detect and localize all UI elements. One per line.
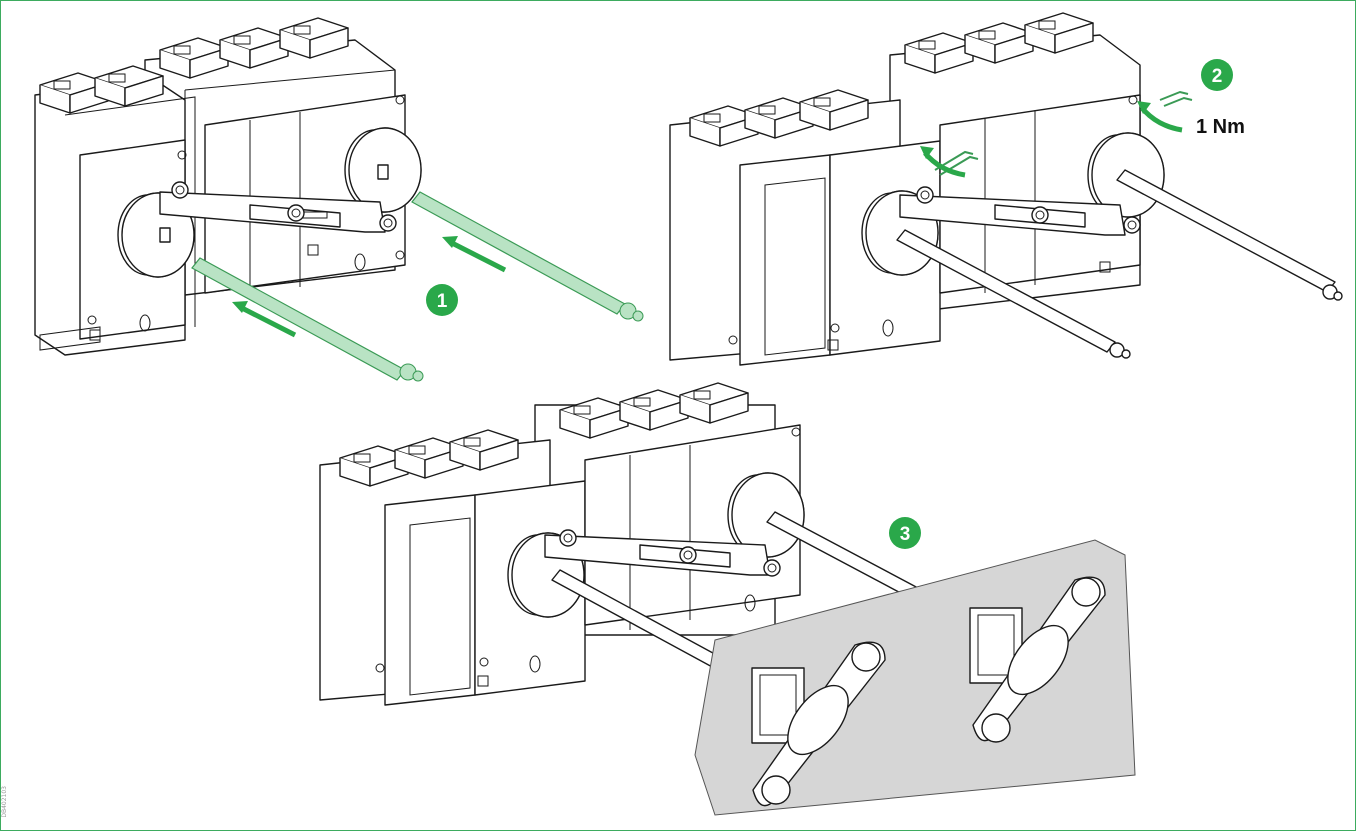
- step-badge-1: 1: [426, 284, 458, 316]
- step-number-2: 2: [1212, 66, 1223, 87]
- step-number-3: 3: [900, 524, 911, 545]
- step-badge-2: 2: [1201, 59, 1233, 91]
- step2-assembly: [669, 12, 1343, 366]
- step-number-1: 1: [437, 291, 448, 312]
- step3-assembly: [319, 382, 1136, 816]
- document-code: DB402103: [1, 786, 8, 818]
- torque-label: 1 Nm: [1196, 116, 1245, 138]
- step-badge-3: 3: [889, 517, 921, 549]
- step1-assembly: [34, 17, 644, 382]
